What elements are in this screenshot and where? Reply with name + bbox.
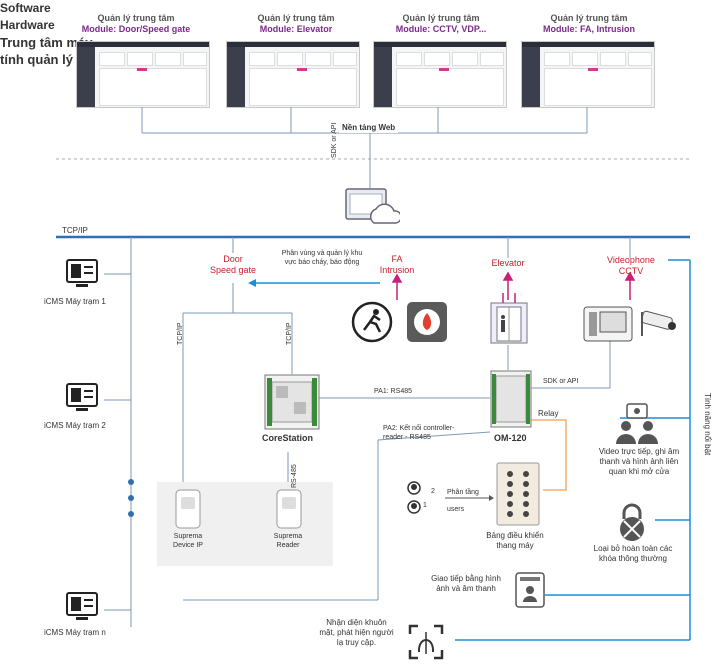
fa-intrusion-label: FA Intrusion bbox=[379, 254, 415, 275]
module-title-elevator: Quản lý trung tâm Module: Elevator bbox=[221, 13, 371, 35]
face-recognition-icon bbox=[408, 624, 444, 660]
reader-label: Suprema Reader bbox=[273, 533, 303, 549]
users-number-2: 2 bbox=[431, 488, 435, 495]
module-title-fa: Quản lý trung tâm Module: FA, Intrusion bbox=[514, 13, 664, 35]
module-name: Module: Door/Speed gate bbox=[81, 24, 191, 34]
module-screenshot-fa bbox=[521, 41, 655, 108]
workstation-n-label: iCMS Máy trạm n bbox=[44, 628, 106, 637]
module-name: Module: CCTV, VDP... bbox=[395, 24, 487, 34]
users-number-1: 1 bbox=[423, 502, 427, 509]
lock-icon bbox=[620, 503, 644, 541]
rs485-label: RS-485 bbox=[291, 464, 298, 488]
pa1-label: PA1: RS485 bbox=[374, 388, 413, 395]
partition-note: Phân vùng và quản lý khu vực báo cháy, b… bbox=[281, 250, 363, 266]
features-vertical-label: Tính năng nổi bật bbox=[703, 393, 712, 456]
sdk-api-vertical: SDK or API bbox=[331, 122, 338, 158]
door-speed-gate-label: Door Speed gate bbox=[209, 254, 257, 275]
module-screenshot-elevator bbox=[226, 41, 360, 108]
tcpip-vertical-left: TCP/IP bbox=[177, 322, 184, 345]
workstation-n-icon bbox=[66, 592, 98, 620]
users-icon bbox=[407, 481, 421, 514]
video-surveillance-icon bbox=[616, 403, 658, 444]
relay-label: Relay bbox=[538, 409, 559, 418]
module-title-text: Quản lý trung tâm bbox=[550, 13, 628, 23]
video-record-label: Video trực tiếp, ghi âm thanh và hình ản… bbox=[598, 447, 680, 476]
users-arrow bbox=[445, 495, 494, 501]
fire-alarm-icon bbox=[407, 302, 447, 342]
videophone-cctv-label: Videophone CCTV bbox=[607, 255, 655, 276]
workstation-2-icon bbox=[66, 383, 98, 411]
module-screenshot-door bbox=[76, 41, 210, 108]
cctv-camera-icon bbox=[641, 310, 676, 336]
om120-label: OM-120 bbox=[494, 433, 527, 443]
intercom-icon bbox=[515, 572, 545, 608]
face-recognition-label: Nhận diện khuôn mặt, phát hiện người lạ … bbox=[319, 618, 394, 647]
module-title-cctv: Quản lý trung tâm Module: CCTV, VDP... bbox=[366, 13, 516, 35]
hardware-label: Hardware bbox=[0, 18, 55, 32]
tcpip-label: TCP/IP bbox=[62, 226, 88, 235]
module-title-door: Quản lý trung tâm Module: Door/Speed gat… bbox=[61, 13, 211, 35]
web-platform-label: Nền tảng Web bbox=[339, 123, 399, 133]
control-panel-label: Bảng điều khiển thang máy bbox=[486, 531, 544, 550]
image-sound-label: Giao tiếp bằng hình ảnh và âm thanh bbox=[431, 574, 501, 593]
elevator-control-panel bbox=[496, 462, 540, 526]
om120-device bbox=[490, 370, 532, 428]
workstation-1-icon bbox=[66, 259, 98, 287]
tcpip-vertical-right: TCP/IP bbox=[286, 322, 293, 345]
corestation-device bbox=[264, 374, 320, 430]
workstation-1-label: iCMS Máy trạm 1 bbox=[44, 297, 106, 306]
device-ip-label: Suprema Device IP bbox=[173, 533, 203, 549]
module-screenshot-cctv bbox=[373, 41, 507, 108]
suprema-reader-icon bbox=[276, 489, 302, 529]
elevator-icon bbox=[490, 293, 528, 344]
workstation-2-label: iCMS Máy trạm 2 bbox=[44, 421, 106, 430]
module-name: Module: Elevator bbox=[259, 24, 333, 34]
module-title-text: Quản lý trung tâm bbox=[402, 13, 480, 23]
module-title-text: Quản lý trung tâm bbox=[97, 13, 175, 23]
floor-division-label: Phân tầng bbox=[447, 489, 479, 496]
pa2-label: PA2: Kết nối controller- reader - RS485 bbox=[383, 425, 455, 441]
lock-remove-label: Loại bỏ hoàn toàn các khóa thông thường bbox=[593, 544, 673, 563]
running-man-icon bbox=[351, 301, 393, 343]
corestation-label: CoreStation bbox=[262, 433, 314, 443]
module-name: Module: FA, Intrusion bbox=[543, 24, 635, 34]
videophone-icon bbox=[583, 306, 633, 342]
suprema-device-ip-icon bbox=[175, 489, 201, 529]
elevator-label: Elevator bbox=[491, 258, 525, 268]
server-computer-icon bbox=[345, 188, 400, 224]
users-label: users bbox=[447, 506, 465, 513]
dot bbox=[128, 479, 134, 485]
software-label: Software bbox=[0, 1, 51, 15]
sdk-api-label: SDK or API bbox=[543, 378, 579, 385]
module-title-text: Quản lý trung tâm bbox=[257, 13, 335, 23]
